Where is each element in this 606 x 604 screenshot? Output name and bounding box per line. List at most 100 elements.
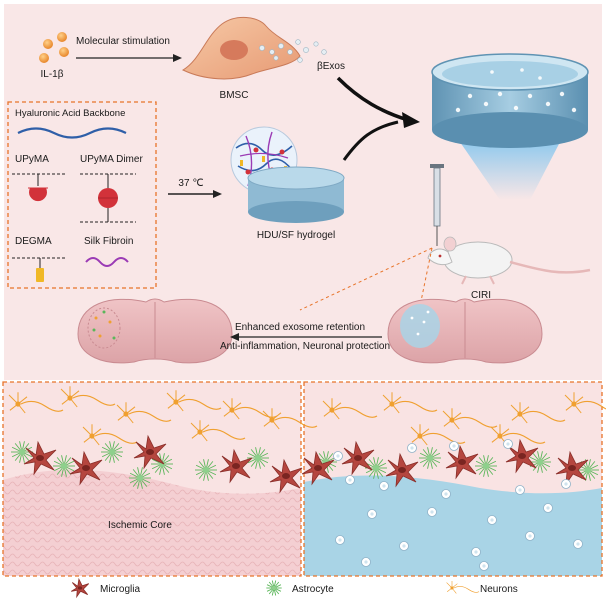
microglia-icon — [445, 444, 479, 480]
neuron-icon — [190, 420, 246, 442]
astrocyte-icon — [129, 467, 151, 489]
bexos-label: βExos — [317, 61, 345, 72]
temperature-label: 37 ℃ — [178, 178, 203, 189]
effect-line2: Anti-inflammation, Neuronal protection — [220, 341, 390, 352]
astrocyte-icon — [11, 441, 33, 463]
brain-right-icon — [387, 298, 543, 364]
neuron-icon — [382, 392, 438, 414]
exosome-icon — [367, 509, 377, 519]
brain-left-icon — [77, 298, 233, 364]
neuron-icon — [166, 390, 222, 412]
exosome-icon — [407, 443, 417, 453]
microglia-icon — [505, 438, 539, 474]
exosome-icon — [471, 547, 481, 557]
neuron-icon — [222, 398, 278, 420]
astrocyte-icon — [475, 455, 497, 477]
exosome-loading-arrow — [336, 76, 409, 122]
legend: Microglia Astrocyte Neurons — [70, 577, 518, 599]
microglia-icon — [69, 450, 103, 486]
exosome-icon — [449, 441, 459, 451]
exosome-icon — [345, 475, 355, 485]
exosome-icon — [333, 451, 343, 461]
neuron-icon — [60, 386, 116, 408]
microglia-icon — [70, 577, 90, 599]
syringe-icon — [430, 164, 444, 246]
astrocyte-icon — [195, 459, 217, 481]
neuron-icon — [446, 580, 480, 594]
hydrogel-arrow — [342, 120, 399, 161]
exosome-icon — [335, 535, 345, 545]
exosome-icon — [379, 481, 389, 491]
ischemic-panel — [2, 381, 302, 577]
microglia-icon — [301, 450, 335, 486]
microglia-icon — [555, 450, 589, 486]
astrocyte-icon — [53, 455, 75, 477]
bmsc-cell-icon — [181, 17, 301, 80]
neuron-icon — [82, 424, 138, 446]
upyma-dimer-label: UPyMA Dimer — [80, 154, 143, 165]
legend-neuron-icon — [446, 580, 480, 594]
upyma-dimer-icon — [80, 173, 136, 223]
astrocyte-icon — [101, 441, 123, 463]
neuron-icon — [442, 408, 498, 430]
hyaluronic-backbone-icon — [17, 127, 127, 139]
exosome-icon — [515, 485, 525, 495]
bmsc-label: BMSC — [220, 90, 249, 101]
exosome-loaded-hydrogel-icon — [431, 53, 589, 200]
exosome-icon — [561, 479, 571, 489]
il1b-label: IL-1β — [41, 69, 64, 80]
legend-microglia-icon — [70, 577, 90, 599]
neuron-icon — [564, 392, 606, 414]
neuron-icon — [262, 408, 318, 430]
exosome-icon — [399, 541, 409, 551]
exosome-icon — [573, 539, 583, 549]
legend-astrocyte-icon — [266, 580, 282, 596]
silk-fibroin-icon — [85, 257, 129, 267]
degma-icon — [12, 257, 66, 282]
legend-microglia-label: Microglia — [100, 584, 140, 595]
hydrogel-label: HDU/SF hydrogel — [257, 230, 335, 241]
exosome-icon — [503, 439, 513, 449]
neuron-icon — [116, 402, 172, 424]
components-title: Hyaluronic Acid Backbone — [15, 108, 125, 119]
exosome-icon — [479, 561, 489, 571]
neuron-icon — [8, 392, 64, 414]
astrocyte-icon — [365, 457, 387, 479]
mouse-icon — [427, 236, 591, 285]
neuron-icon — [510, 402, 566, 424]
exosome-icon — [361, 557, 371, 567]
stimulation-label: Molecular stimulation — [76, 36, 170, 47]
microglia-icon — [385, 452, 419, 488]
effect-line1: Enhanced exosome retention — [235, 322, 365, 333]
legend-astrocyte-label: Astrocyte — [292, 584, 334, 595]
microglia-icon — [23, 440, 57, 476]
microglia-icon — [341, 440, 375, 476]
degma-label: DEGMA — [15, 236, 52, 247]
upyma-label: UPyMA — [15, 154, 49, 165]
cell-layer — [8, 386, 606, 571]
astrocyte-icon — [529, 451, 551, 473]
neuron-icon — [410, 424, 466, 446]
ischemic-core-label: Ischemic Core — [108, 520, 172, 531]
microglia-icon — [133, 434, 167, 470]
ciri-label: CIRI — [471, 290, 491, 301]
il1b-particles-icon — [39, 32, 69, 63]
legend-neurons-label: Neurons — [480, 584, 518, 595]
upyma-icon — [12, 173, 66, 202]
microglia-icon — [269, 458, 303, 494]
astrocyte-icon — [266, 580, 282, 596]
microglia-icon — [219, 448, 253, 484]
exosome-icon — [441, 489, 451, 499]
hdu-sf-hydrogel-icon — [247, 166, 345, 223]
exosome-icon — [487, 515, 497, 525]
astrocyte-icon — [419, 447, 441, 469]
exosome-particles-icon — [259, 39, 327, 63]
exosome-icon — [427, 507, 437, 517]
silk-fibroin-label: Silk Fibroin — [84, 236, 133, 247]
astrocyte-icon — [247, 447, 269, 469]
exosome-icon — [543, 503, 553, 513]
neuron-icon — [322, 398, 378, 420]
exosome-icon — [525, 531, 535, 541]
